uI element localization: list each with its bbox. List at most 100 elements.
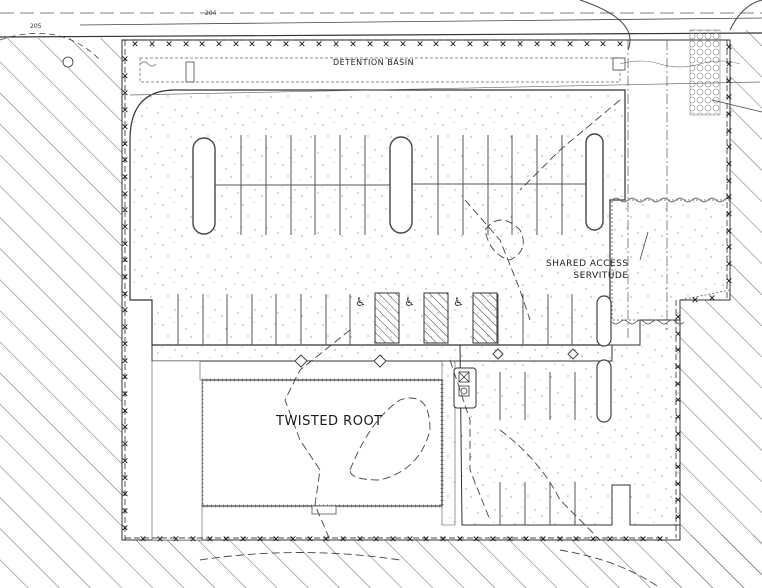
svg-text:205: 205 (30, 23, 42, 30)
svg-text:✕: ✕ (339, 535, 347, 545)
svg-text:✕: ✕ (456, 535, 464, 545)
svg-text:✕: ✕ (265, 40, 273, 50)
svg-text:✕: ✕ (674, 396, 682, 406)
sidewalk-markers (294, 348, 579, 368)
svg-text:✕: ✕ (315, 40, 323, 50)
svg-text:✕: ✕ (622, 535, 630, 545)
svg-text:✕: ✕ (121, 156, 129, 166)
svg-text:✕: ✕ (499, 40, 507, 50)
svg-text:✕: ✕ (539, 535, 547, 545)
svg-text:✕: ✕ (449, 40, 457, 50)
svg-text:✕: ✕ (172, 535, 180, 545)
svg-text:✕: ✕ (182, 40, 190, 50)
servitude-label-line1: SHARED ACCESS (546, 259, 629, 269)
svg-text:✕: ✕ (656, 535, 664, 545)
svg-text:✕: ✕ (674, 330, 682, 340)
svg-text:✕: ✕ (356, 535, 364, 545)
svg-text:✕: ✕ (121, 106, 129, 116)
svg-text:✕: ✕ (566, 40, 574, 50)
svg-text:✕: ✕ (121, 390, 129, 400)
svg-text:✕: ✕ (583, 40, 591, 50)
svg-text:✕: ✕ (121, 240, 129, 250)
servitude-label-line2: SERVITUDE (573, 271, 629, 281)
svg-text:✕: ✕ (121, 256, 129, 266)
svg-text:✕: ✕ (121, 457, 129, 467)
svg-text:✕: ✕ (121, 290, 129, 300)
svg-text:✕: ✕ (725, 177, 733, 187)
svg-text:♿: ♿ (453, 295, 464, 309)
svg-text:✕: ✕ (139, 535, 147, 545)
riprap-strip (689, 29, 721, 116)
svg-text:✕: ✕ (432, 40, 440, 50)
svg-text:✕: ✕ (121, 340, 129, 350)
svg-text:✕: ✕ (121, 306, 129, 316)
parking-stall-lines (177, 135, 586, 525)
svg-text:✕: ✕ (372, 535, 380, 545)
svg-text:✕: ✕ (549, 40, 557, 50)
svg-text:✕: ✕ (239, 535, 247, 545)
svg-text:✕: ✕ (572, 535, 580, 545)
svg-text:✕: ✕ (121, 55, 129, 65)
svg-text:✕: ✕ (121, 423, 129, 433)
svg-text:✕: ✕ (708, 294, 716, 304)
svg-text:✕: ✕ (282, 40, 290, 50)
svg-text:✕: ✕ (121, 373, 129, 383)
parking-pavement (129, 89, 626, 346)
svg-text:✕: ✕ (472, 535, 480, 545)
svg-text:✕: ✕ (639, 535, 647, 545)
svg-text:♿: ♿ (404, 295, 415, 309)
svg-text:✕: ✕ (725, 43, 733, 53)
adjacent-parcel-hatch (0, 30, 762, 588)
svg-text:✕: ✕ (121, 190, 129, 200)
svg-text:✕: ✕ (121, 357, 129, 367)
svg-text:✕: ✕ (725, 227, 733, 237)
svg-text:✕: ✕ (725, 60, 733, 70)
svg-text:✕: ✕ (725, 143, 733, 153)
svg-text:✕: ✕ (589, 535, 597, 545)
svg-text:✕: ✕ (506, 535, 514, 545)
building-name-label: TWISTED ROOT (276, 414, 383, 429)
svg-text:✕: ✕ (489, 535, 497, 545)
svg-text:✕: ✕ (674, 513, 682, 523)
svg-text:✕: ✕ (215, 40, 223, 50)
svg-text:✕: ✕ (725, 260, 733, 270)
svg-text:✕: ✕ (121, 72, 129, 82)
svg-text:✕: ✕ (725, 210, 733, 220)
svg-text:✕: ✕ (232, 40, 240, 50)
svg-text:✕: ✕ (674, 463, 682, 473)
svg-text:✕: ✕ (256, 535, 264, 545)
svg-text:✕: ✕ (406, 535, 414, 545)
svg-text:✕: ✕ (725, 243, 733, 253)
svg-text:✕: ✕ (121, 173, 129, 183)
svg-text:✕: ✕ (121, 407, 129, 417)
svg-text:✕: ✕ (148, 40, 156, 50)
svg-text:✕: ✕ (206, 535, 214, 545)
svg-text:✕: ✕ (674, 446, 682, 456)
svg-text:✕: ✕ (121, 123, 129, 133)
accessible-parking-icon: ♿ ♿ ♿ (355, 295, 464, 309)
svg-text:✕: ✕ (674, 346, 682, 356)
svg-text:✕: ✕ (382, 40, 390, 50)
svg-text:♿: ♿ (355, 295, 366, 309)
svg-text:✕: ✕ (349, 40, 357, 50)
svg-text:204: 204 (205, 10, 217, 17)
svg-text:✕: ✕ (725, 127, 733, 137)
svg-text:✕: ✕ (674, 413, 682, 423)
svg-text:✕: ✕ (399, 40, 407, 50)
building-footprint (201, 379, 443, 507)
svg-text:✕: ✕ (121, 89, 129, 99)
svg-text:✕: ✕ (332, 40, 340, 50)
svg-text:✕: ✕ (189, 535, 197, 545)
svg-text:✕: ✕ (248, 40, 256, 50)
svg-text:✕: ✕ (725, 160, 733, 170)
svg-text:✕: ✕ (674, 496, 682, 506)
svg-text:✕: ✕ (691, 296, 699, 306)
svg-text:✕: ✕ (725, 193, 733, 203)
svg-text:✕: ✕ (121, 206, 129, 216)
svg-text:✕: ✕ (522, 535, 530, 545)
svg-text:✕: ✕ (725, 277, 733, 287)
svg-text:✕: ✕ (674, 480, 682, 490)
svg-text:✕: ✕ (674, 363, 682, 373)
svg-text:✕: ✕ (156, 535, 164, 545)
